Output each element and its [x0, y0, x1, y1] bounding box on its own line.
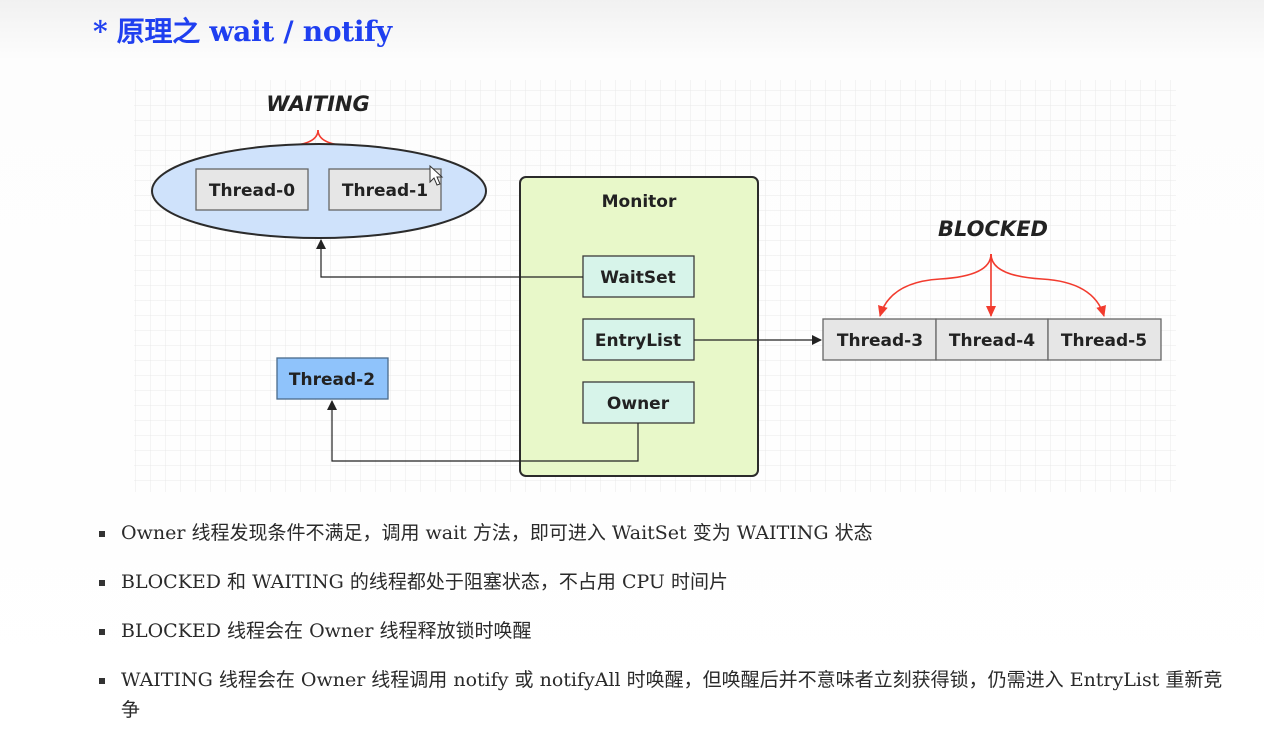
- thread-5-label: Thread-5: [1061, 331, 1147, 351]
- entrylist-label: EntryList: [595, 331, 681, 351]
- waitset-slot: [582, 255, 695, 298]
- list-item: WAITING 线程会在 Owner 线程调用 notify 或 notifyA…: [97, 665, 1237, 725]
- waiting-label: WAITING: [266, 92, 369, 116]
- list-item: BLOCKED 线程会在 Owner 线程释放锁时唤醒: [97, 616, 1237, 646]
- thread-2-label: Thread-2: [289, 370, 375, 390]
- thread-0-label: Thread-0: [209, 181, 295, 201]
- monitor-title: Monitor: [602, 192, 677, 212]
- owner-to-thread-2-arrow: [327, 400, 639, 462]
- waitset-label: WaitSet: [600, 268, 675, 288]
- thread-2-box: [276, 357, 389, 400]
- thread-1-label: Thread-1: [342, 181, 428, 201]
- list-item: BLOCKED 和 WAITING 的线程都处于阻塞状态，不占用 CPU 时间片: [97, 567, 1237, 597]
- owner-slot: [582, 381, 695, 424]
- list-item: Owner 线程发现条件不满足，调用 wait 方法，即可进入 WaitSet …: [97, 518, 1237, 548]
- page-title: * 原理之 wait / notify: [93, 15, 392, 48]
- explanation-list: Owner 线程发现条件不满足，调用 wait 方法，即可进入 WaitSet …: [97, 518, 1237, 725]
- blocked-brace-arrow-right: [990, 253, 1106, 317]
- waitset-to-waiting-arrow: [316, 239, 583, 278]
- thread-4-label: Thread-4: [949, 331, 1035, 351]
- waiting-set-ellipse: [151, 143, 487, 239]
- blocked-label: BLOCKED: [938, 217, 1048, 241]
- mouse-cursor-icon: [429, 164, 444, 186]
- monitor-diagram: WAITING Thread-0 Thread-1 Monitor WaitSe…: [134, 80, 1176, 492]
- entrylist-slot: [582, 318, 695, 361]
- thread-3-label: Thread-3: [837, 331, 923, 351]
- thread-4-box: [935, 318, 1049, 361]
- thread-0-box: [195, 168, 309, 211]
- owner-label: Owner: [607, 394, 670, 414]
- thread-1-box: [328, 168, 442, 211]
- thread-3-box: [822, 318, 937, 361]
- thread-5-box: [1047, 318, 1162, 361]
- blocked-brace-arrow-left: [878, 253, 992, 317]
